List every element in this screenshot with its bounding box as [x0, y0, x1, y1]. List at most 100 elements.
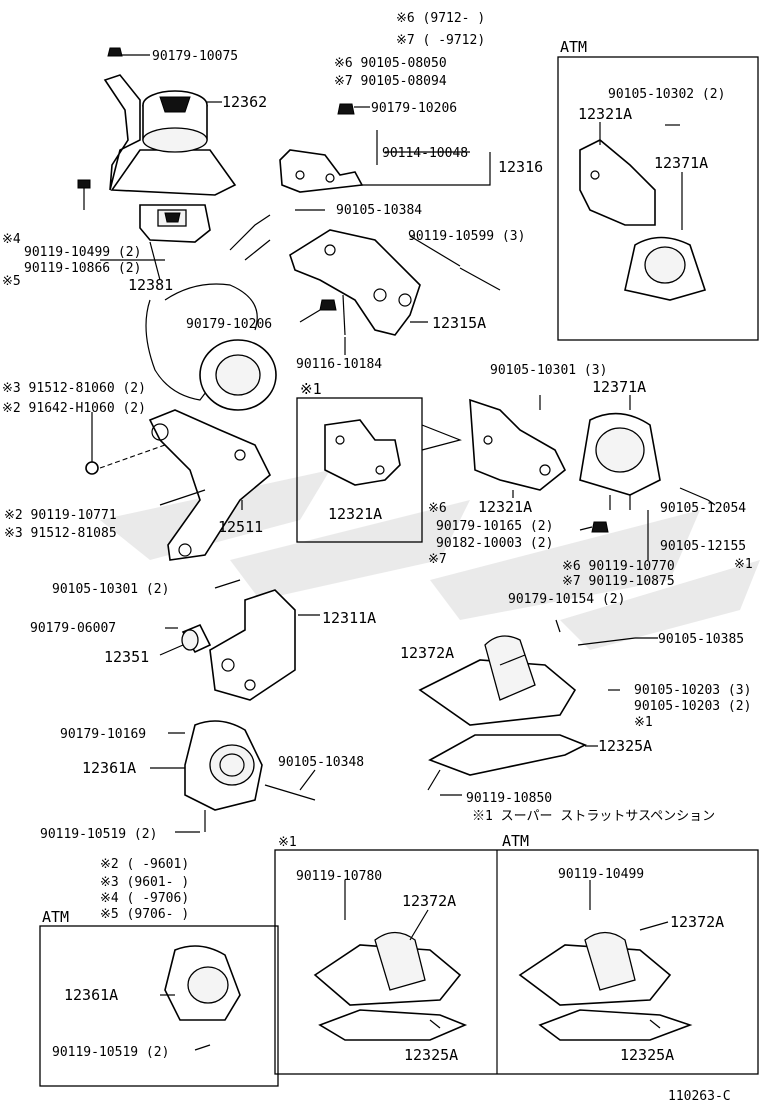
- label-90119-10850: 90119-10850: [466, 791, 552, 806]
- bracket-12325A-mid: [428, 734, 587, 776]
- label-n6-90105-08050: ※6 90105-08050: [334, 56, 447, 71]
- note-n7: ※7 ( -9712): [396, 33, 485, 48]
- engine-mount-12362: [103, 74, 237, 196]
- note-n5: ※5 (9706- ): [100, 907, 189, 922]
- atm-label-90105-10302-2: 90105-10302 (2): [608, 87, 725, 102]
- label-90179-06007: 90179-06007: [30, 621, 116, 636]
- callout-labels: ※6 (9712- ) ※7 ( -9712) ATM 90179-10075 …: [2, 11, 753, 1104]
- br-engine-mount-12372A: [518, 931, 672, 1006]
- label-12325A-mid: 12325A: [598, 737, 652, 755]
- nut-90179-10206: [319, 103, 355, 311]
- label-n2-91642-h1060: ※2 91642-H1060 (2): [2, 401, 146, 416]
- label-n7-90119-10875: ※7 90119-10875: [562, 574, 675, 589]
- label-n1-note: ※1 スーパー ストラットサスペンション: [472, 809, 715, 824]
- label-90105-12155: 90105-12155: [660, 539, 746, 554]
- engine-mount-12361A: [184, 720, 263, 811]
- bracket-12321A-box: [324, 419, 401, 486]
- label-n6-90119-10770: ※6 90119-10770: [562, 559, 675, 574]
- bracket-12315A: [289, 229, 421, 336]
- bolt-90105-10348: [264, 784, 316, 801]
- bl-engine-mount-12361A: [164, 945, 241, 1021]
- note-n6: ※6 (9712- ): [396, 11, 485, 26]
- label-12372A-mid: 12372A: [400, 644, 454, 662]
- bolt-90179-10075: [107, 47, 123, 57]
- bolt-90119-10599: [459, 267, 501, 291]
- bm-bracket-12325A: [318, 1009, 468, 1041]
- label-90105-10203-2: 90105-10203 (2): [634, 699, 751, 714]
- label-90119-10866-2: 90119-10866 (2): [24, 261, 141, 276]
- bolt-90105-12054: [679, 487, 709, 501]
- engine-mount-12371A-mid: [579, 412, 661, 510]
- note-n4: ※4 ( -9706): [100, 891, 189, 906]
- note-n3: ※3 (9601- ): [100, 875, 189, 890]
- nut-90179-10165: [591, 521, 609, 533]
- label-12371A-mid: 12371A: [592, 378, 646, 396]
- label-90105-10385: 90105-10385: [658, 632, 744, 647]
- label-90116-10184: 90116-10184: [296, 357, 382, 372]
- label-n3-91512-81060: ※3 91512-81060 (2): [2, 381, 146, 396]
- atm-top-label: ATM: [560, 38, 587, 56]
- bolt-90119-10771: [159, 489, 206, 506]
- label-90114-10048: 90114-10048: [382, 146, 468, 161]
- label-90182-10003-2: 90182-10003 (2): [436, 536, 553, 551]
- label-90105-10301-2: 90105-10301 (2): [52, 582, 169, 597]
- label-n3-91512-81085: ※3 91512-81085: [4, 526, 117, 541]
- bracket-12511: [148, 409, 271, 561]
- label-90179-10154-2: 90179-10154 (2): [508, 592, 625, 607]
- label-n1-after: ※1: [634, 715, 653, 730]
- transmission-outline: [145, 214, 277, 411]
- diagram-id: 110263-C: [668, 1089, 731, 1104]
- label-90179-10165-2: 90179-10165 (2): [436, 519, 553, 534]
- bolt-90105-10301-2: [214, 579, 241, 589]
- super-strut-inset-label: ※1: [278, 835, 297, 850]
- br-label-90119-10499: 90119-10499: [558, 867, 644, 882]
- label-90105-10203-3: 90105-10203 (3): [634, 683, 751, 698]
- label-90119-10499-2: 90119-10499 (2): [24, 245, 141, 260]
- bolt-90105-10385: [577, 637, 636, 646]
- bm-label-12325A: 12325A: [404, 1046, 458, 1064]
- label-12311A: 12311A: [322, 609, 376, 627]
- label-90179-10169: 90179-10169: [60, 727, 146, 742]
- bushing-12351: [181, 623, 212, 654]
- label-n1-box: ※1: [300, 380, 322, 398]
- bracket-12321A-mid: [469, 398, 567, 491]
- atm-label-12371A: 12371A: [654, 154, 708, 172]
- bm-label-12372A: 12372A: [402, 892, 456, 910]
- atm-bottom-right-label: ATM: [502, 832, 529, 850]
- label-90179-10206-mid: 90179-10206: [186, 317, 272, 332]
- label-12362: 12362: [222, 93, 267, 111]
- label-90105-10301-3: 90105-10301 (3): [490, 363, 607, 378]
- bm-engine-mount-12372A: [313, 931, 462, 1006]
- engine-mount-12372A-mid: [418, 635, 577, 726]
- label-n2-90119-10771: ※2 90119-10771: [4, 508, 117, 523]
- note-n2: ※2 ( -9601): [100, 857, 189, 872]
- bracket-12381: [139, 204, 211, 243]
- label-n1-edge: ※1: [734, 557, 753, 572]
- label-90105-12054: 90105-12054: [660, 501, 746, 516]
- atm-box-bottom-left: [39, 925, 279, 1087]
- atm-label-12321A: 12321A: [578, 105, 632, 123]
- br-label-12325A: 12325A: [620, 1046, 674, 1064]
- br-bracket-12325A: [538, 1009, 693, 1041]
- label-12381: 12381: [128, 276, 173, 294]
- super-strut-box: [296, 397, 423, 543]
- label-n5: ※5: [2, 274, 21, 289]
- label-90119-10599-3: 90119-10599 (3): [408, 229, 525, 244]
- label-90179-10075: 90179-10075: [152, 49, 238, 64]
- label-90119-10519-2-mid: 90119-10519 (2): [40, 827, 157, 842]
- atm-box-top: [557, 56, 759, 341]
- bolt-90119-10499: [77, 179, 91, 210]
- label-90105-10384: 90105-10384: [336, 203, 422, 218]
- bracket-12316: [279, 149, 364, 193]
- atm-bracket-12321A: [579, 139, 656, 226]
- bracket-12311A: [209, 589, 296, 701]
- bolt-90119-10850: [427, 769, 441, 791]
- label-n7-small: ※7: [428, 552, 447, 567]
- bl-label-90119-10519-2: 90119-10519 (2): [52, 1045, 169, 1060]
- super-strut-bottom-box: [274, 849, 759, 1075]
- label-12351: 12351: [104, 648, 149, 666]
- label-12321A-box: 12321A: [328, 505, 382, 523]
- bl-label-12361A: 12361A: [64, 986, 118, 1004]
- label-12321A-mid: 12321A: [478, 498, 532, 516]
